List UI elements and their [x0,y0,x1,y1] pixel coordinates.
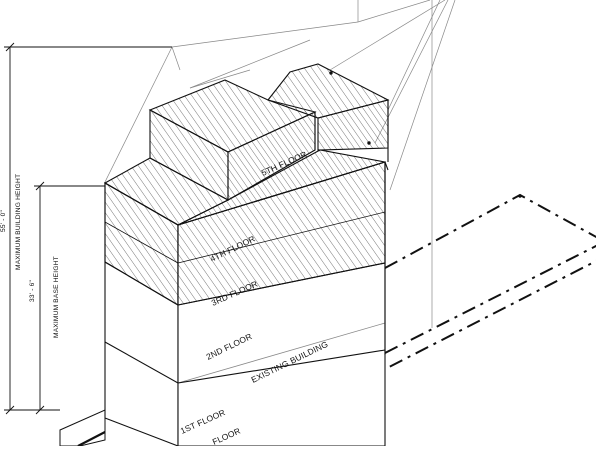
building-height-label: MAXIMUM BUILDING HEIGHT [15,174,22,270]
ground-slab [59,409,106,447]
base-height-value: 33' - 6" [29,279,36,302]
leader-dots [329,71,522,198]
dimension-lines [4,42,172,415]
fifth-floor-volume [148,63,390,201]
base-height-label: MAXIMUM BASE HEIGHT [53,256,60,338]
fourth-floor-roof [103,149,386,226]
building-height-value: 55' - 0" [0,209,7,232]
building-left-face [104,182,179,447]
building-front-face [177,161,389,447]
